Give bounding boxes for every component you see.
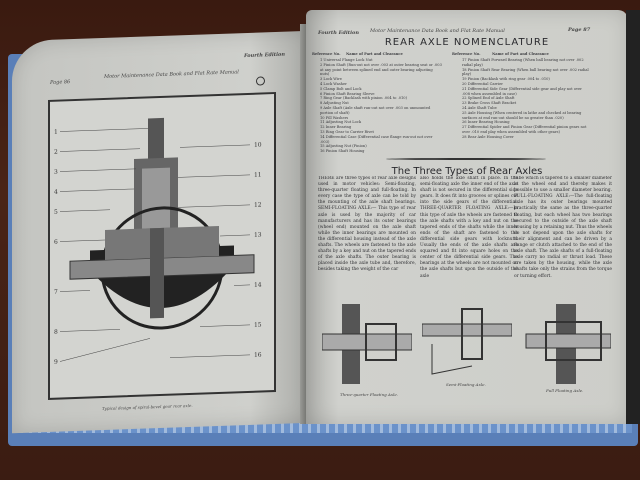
callout-number: 10 — [254, 141, 262, 148]
left-running-title: Motor Maintenance Data Book and Flat Rat… — [104, 69, 239, 80]
left-page: Page 86 Motor Maintenance Data Book and … — [12, 30, 310, 434]
list-item: 18 Pinion Shaft Rear Bearing (When ball … — [462, 67, 589, 77]
list-item: 7 Ring Gear (Backlash with pinion .004 t… — [320, 96, 407, 101]
right-edition: Fourth Edition — [318, 30, 359, 36]
callout-number: 14 — [254, 281, 262, 288]
callout-number: 5 — [54, 209, 58, 216]
callout-number: 3 — [54, 169, 58, 176]
list-item: 6 Pinion Shaft Bearing Sleeve — [320, 91, 375, 96]
callout-number: 15 — [254, 321, 262, 328]
left-figure-caption: Typical design of spiral-bevel gear rear… — [102, 402, 193, 412]
callout-number: 4 — [54, 189, 58, 196]
right-page: Fourth Edition Motor Maintenance Data Bo… — [306, 10, 628, 424]
callout-number: 9 — [54, 359, 58, 366]
callout-number: 13 — [254, 231, 262, 238]
list-item: 12 Inner Bearing — [320, 125, 352, 130]
list-item: 28 Rear Axle Housing Cover — [462, 134, 514, 139]
figure-caption-full: Full Floating Axle. — [546, 388, 584, 393]
list-item: 26 Inner Bearing Housing — [462, 120, 510, 125]
list-item: 20 Differential Carrier — [462, 81, 503, 86]
article-column-1: THERE are three types of rear axle desig… — [318, 176, 416, 273]
ref-header-right: Reference No. — [452, 52, 481, 56]
full-floating-axle-drawing — [525, 304, 611, 384]
list-item: 17 Pinion Shaft Forward Bearing (When ba… — [462, 58, 584, 67]
divider — [386, 158, 546, 160]
right-running-title: Motor Maintenance Data Book and Flat Rat… — [370, 28, 505, 34]
list-item: 10 Fill Washers — [320, 115, 349, 120]
list-item: 23 Brake Cross Shaft Bracket — [462, 101, 517, 106]
list-item: 13 Ring Gear to Carrier Rivet — [320, 129, 374, 134]
list-item: 3 Lock Wire — [320, 77, 342, 82]
callout-number: 16 — [254, 351, 262, 358]
figure-caption-three-quarter: Three-quarter Floating Axle. — [340, 392, 399, 397]
list-item: 25 Axle Housing (When centered in lathe … — [462, 110, 582, 120]
list-item: 21 Differential Side Gear (Differential … — [462, 86, 582, 96]
back-cover-edge — [626, 10, 640, 424]
nomenclature-list-left: 1 Universal Flange Lock Nut 2 Pinion Sha… — [320, 58, 442, 154]
book: Page 86 Motor Maintenance Data Book and … — [8, 10, 640, 446]
callout-number: 6 — [54, 239, 58, 246]
list-item: 11 Adjusting Nut Lock — [320, 120, 362, 125]
name-header-left: Name of Part and Clearance — [346, 52, 403, 56]
list-item: 9 Axle Shaft (Axle shaft run-out not ove… — [320, 105, 431, 115]
logo-icon — [256, 76, 265, 86]
nomenclature-title: REAR AXLE NOMENCLATURE — [384, 37, 550, 48]
list-item: 4 Lock Washer — [320, 81, 347, 86]
callout-number: 8 — [54, 329, 58, 336]
callout-number: 7 — [54, 289, 58, 296]
callout-number: 1 — [54, 129, 58, 136]
article-column-3: tube which is tapered to a smaller diame… — [514, 176, 612, 279]
left-page-number: Page 86 — [50, 79, 71, 86]
list-item: 5 Clamp Bolt and Lock — [320, 86, 362, 91]
list-item: 27 Differential Spider and Pinion Gear (… — [462, 125, 587, 134]
list-item: 19 Pinion (Backlash with ring gear .004 … — [462, 77, 550, 82]
list-item: 14 Differential Case (Differential case … — [320, 134, 433, 144]
three-quarter-floating-axle-drawing — [322, 304, 412, 384]
left-edition: Fourth Edition — [244, 51, 285, 60]
name-header-right: Name of Part and Clearance — [492, 52, 549, 56]
list-item: 16 Pinion Shaft Housing — [320, 149, 365, 154]
article-title: The Three Types of Rear Axles — [391, 166, 543, 177]
nomenclature-list-right: 17 Pinion Shaft Forward Bearing (When ba… — [462, 58, 590, 140]
right-page-number: Page 87 — [568, 27, 591, 33]
callout-number: 12 — [254, 201, 262, 208]
article-column-2: also holds the axle shaft in place. In t… — [420, 176, 518, 279]
semi-floating-axle-drawing — [422, 308, 512, 375]
list-item: 2 Pinion Shaft (Run-out not over .003 at… — [320, 62, 442, 77]
list-item: 15 Adjusting Nut (Pinion) — [320, 144, 367, 149]
list-item: 24 Axle Shaft Tube — [462, 105, 497, 110]
callout-number: 2 — [54, 149, 58, 156]
list-item: 1 Universal Flange Lock Nut — [320, 58, 373, 62]
list-item: 8 Adjusting Nut — [320, 101, 349, 106]
figure-caption-semi: Semi-Floating Axle. — [446, 382, 486, 387]
callout-number: 11 — [254, 171, 262, 178]
list-item: 22 Splined End of Axle Shaft — [462, 96, 515, 101]
ref-header-left: Reference No. — [312, 52, 341, 56]
